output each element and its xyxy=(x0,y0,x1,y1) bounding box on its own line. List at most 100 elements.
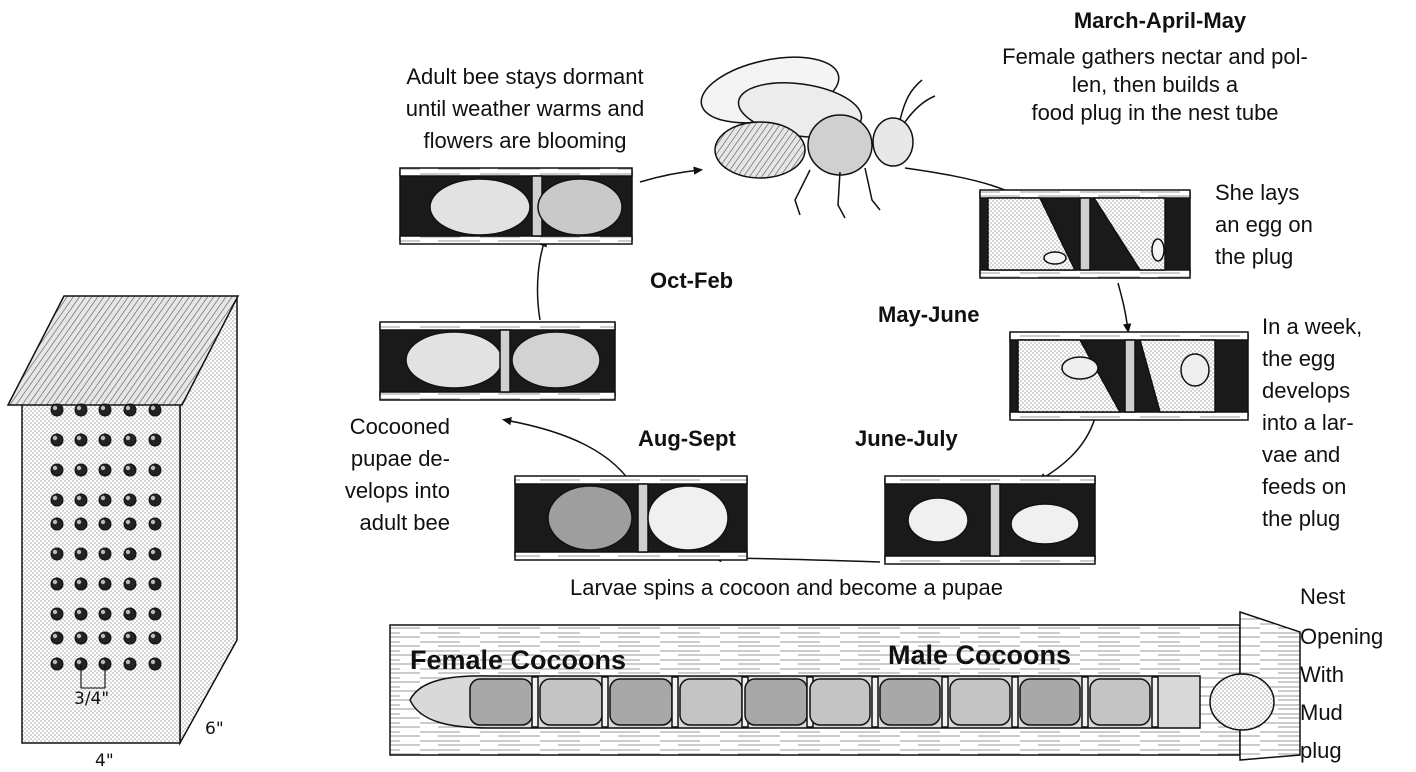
stage-text-pupa-line4: adult bee xyxy=(330,510,450,536)
nest-hole xyxy=(99,578,111,590)
nest-hole-highlight xyxy=(151,634,155,638)
nest-hole xyxy=(124,404,136,416)
female-cocoon-cell xyxy=(470,679,532,725)
nest-hole xyxy=(75,608,87,620)
nest-hole xyxy=(99,608,111,620)
nest-hole-highlight xyxy=(53,436,57,440)
nest-hole-highlight xyxy=(101,520,105,524)
nest-hole xyxy=(75,518,87,530)
tube-section-dormant xyxy=(400,168,632,244)
arrow-larva-to-feeding xyxy=(1040,418,1095,480)
mud-partition xyxy=(1152,677,1158,727)
nest-hole-highlight xyxy=(77,406,81,410)
stage-text-spring-line2: len, then builds a xyxy=(955,72,1355,98)
egg xyxy=(1152,239,1164,261)
mud-partition xyxy=(602,677,608,727)
nest-hole-highlight xyxy=(126,520,130,524)
nest-hole xyxy=(51,494,63,506)
nest-hole xyxy=(149,578,161,590)
larva-curled xyxy=(648,486,728,550)
nest-hole xyxy=(75,632,87,644)
nest-hole-highlight xyxy=(126,466,130,470)
stage-text-larva-line1: In a week, xyxy=(1262,314,1362,340)
nest-hole-highlight xyxy=(101,610,105,614)
nest-hole-highlight xyxy=(101,436,105,440)
mud-partition xyxy=(672,677,678,727)
stage-text-larva-line7: the plug xyxy=(1262,506,1340,532)
nest-opening-line4: Mud xyxy=(1300,700,1343,726)
nest-depth: 6" xyxy=(205,716,224,742)
nest-hole-highlight xyxy=(77,550,81,554)
nest-hole-highlight xyxy=(151,610,155,614)
nest-hole-highlight xyxy=(151,580,155,584)
nest-hole xyxy=(99,494,111,506)
nest-hole-highlight xyxy=(126,436,130,440)
stage-text-spring-line1: Female gathers nectar and pol- xyxy=(935,44,1375,70)
month-oct-feb: Oct-Feb xyxy=(650,268,733,294)
stage-text-cocoon: Larvae spins a cocoon and become a pupae xyxy=(570,575,1003,601)
nest-hole-highlight xyxy=(101,466,105,470)
nest-hole xyxy=(124,434,136,446)
bee-antenna xyxy=(905,96,935,122)
nest-hole xyxy=(124,548,136,560)
nest-hole xyxy=(51,578,63,590)
nest-hole-highlight xyxy=(126,550,130,554)
nest-hole xyxy=(149,548,161,560)
nest-hole-highlight xyxy=(77,520,81,524)
month-may-june: May-June xyxy=(878,302,979,328)
mud-plug xyxy=(1210,674,1274,730)
tube-section-pupa xyxy=(380,322,615,400)
female-cocoon-cell xyxy=(745,679,807,725)
mud-partition xyxy=(1012,677,1018,727)
nest-hole xyxy=(75,494,87,506)
stage-text-egg-line1: She lays xyxy=(1215,180,1299,206)
stage-text-egg-line2: an egg on xyxy=(1215,212,1313,238)
stage-text-dormant-line3: flowers are blooming xyxy=(355,128,695,154)
nest-hole xyxy=(149,404,161,416)
nest-hole xyxy=(75,578,87,590)
nest-opening-line2: Opening xyxy=(1300,624,1383,650)
stage-text-larva-line5: vae and xyxy=(1262,442,1340,468)
female-cocoon-cell xyxy=(680,679,742,725)
nest-hole xyxy=(99,404,111,416)
nest-hole xyxy=(51,404,63,416)
nest-hole xyxy=(75,548,87,560)
nest-hole-highlight xyxy=(101,406,105,410)
nest-hole-highlight xyxy=(151,550,155,554)
nest-hole xyxy=(124,494,136,506)
stage-text-larva-line2: the egg xyxy=(1262,346,1335,372)
mud-partition xyxy=(942,677,948,727)
nest-hole-highlight xyxy=(77,436,81,440)
adult-bee xyxy=(695,46,935,218)
nest-hole xyxy=(149,494,161,506)
nest-hole-highlight xyxy=(101,496,105,500)
mud-partition xyxy=(1082,677,1088,727)
nest-hole xyxy=(51,518,63,530)
nest-opening-line5: plug xyxy=(1300,738,1342,764)
stage-title-spring: March-April-May xyxy=(960,8,1360,34)
tube-section-egg xyxy=(980,190,1190,278)
nest-hole-highlight xyxy=(53,610,57,614)
stage-text-egg-line3: the plug xyxy=(1215,244,1293,270)
tube-section-larva xyxy=(1010,332,1248,420)
nest-hole-highlight xyxy=(101,550,105,554)
nest-hole-highlight xyxy=(126,660,130,664)
mud-partition xyxy=(872,677,878,727)
larva xyxy=(1181,354,1209,386)
nest-hole-highlight xyxy=(126,406,130,410)
nest-hole xyxy=(149,434,161,446)
nest-hole xyxy=(149,518,161,530)
nest-hole-highlight xyxy=(101,634,105,638)
nest-cross-section xyxy=(390,612,1300,760)
bee-leg xyxy=(865,168,880,210)
nest-hole-highlight xyxy=(101,660,105,664)
male-cocoon-cell xyxy=(1020,679,1080,725)
nest-hole-highlight xyxy=(101,580,105,584)
female-cocoon-cell xyxy=(610,679,672,725)
nest-hole xyxy=(149,658,161,670)
nest-hole-highlight xyxy=(126,610,130,614)
nest-hole xyxy=(99,464,111,476)
nest-hole xyxy=(51,632,63,644)
larva xyxy=(1011,504,1079,544)
nest-opening-line1: Nest xyxy=(1300,584,1345,610)
